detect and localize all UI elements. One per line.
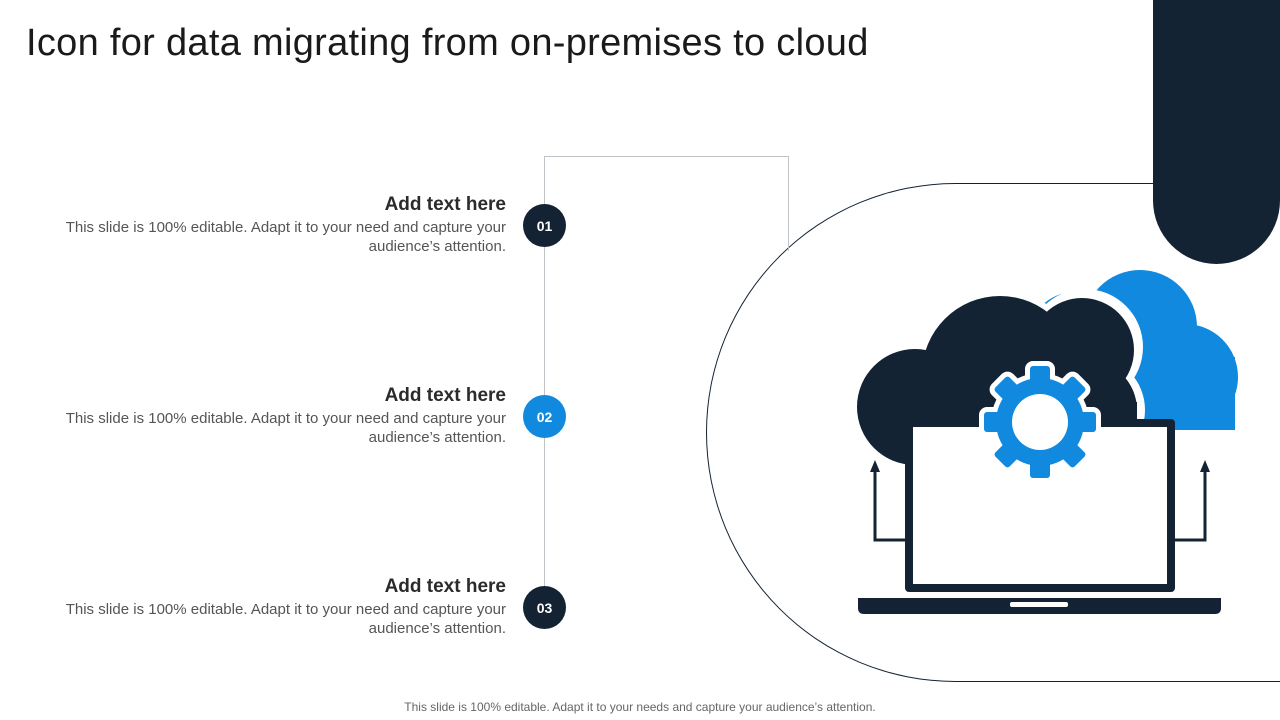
item-body-line: audience’s attention. — [368, 620, 506, 637]
item-body-line: audience’s attention. — [368, 429, 506, 446]
text-item-1: Add text here This slide is 100% editabl… — [30, 193, 506, 256]
item-body-line: This slide is 100% editable. Adapt it to… — [65, 601, 506, 618]
cloud-migration-laptop-gear-icon — [850, 262, 1250, 622]
number-badge-03: 03 — [523, 586, 566, 629]
decorative-arc-outline — [706, 183, 1280, 682]
item-body: This slide is 100% editable. Adapt it to… — [30, 600, 506, 638]
footer-note: This slide is 100% editable. Adapt it to… — [404, 700, 876, 714]
upload-arrow-icon — [873, 467, 1207, 542]
item-heading: Add text here — [384, 576, 506, 597]
item-heading: Add text here — [384, 385, 506, 406]
timeline-line — [544, 156, 545, 606]
number-badge-02: 02 — [523, 395, 566, 438]
slide-title: Icon for data migrating from on-premises… — [26, 22, 869, 64]
text-item-3: Add text here This slide is 100% editabl… — [30, 575, 506, 638]
text-item-2: Add text here This slide is 100% editabl… — [30, 384, 506, 447]
number-badge-01: 01 — [523, 204, 566, 247]
connector-bracket — [544, 156, 789, 251]
item-body-line: This slide is 100% editable. Adapt it to… — [65, 410, 506, 427]
item-body: This slide is 100% editable. Adapt it to… — [30, 218, 506, 256]
item-body-line: audience’s attention. — [368, 238, 506, 255]
item-heading: Add text here — [384, 194, 506, 215]
item-body: This slide is 100% editable. Adapt it to… — [30, 409, 506, 447]
item-body-line: This slide is 100% editable. Adapt it to… — [65, 219, 506, 236]
